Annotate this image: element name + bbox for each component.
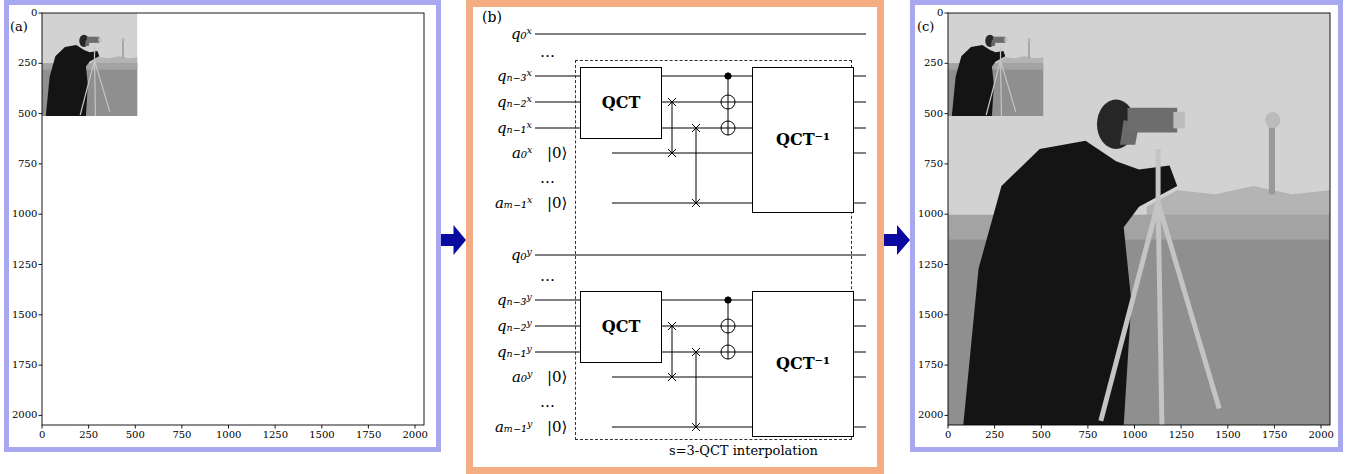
qubit-label: q₀ʸ: [511, 248, 532, 263]
qubit-label: qₙ₋₁ˣ: [497, 121, 532, 136]
tick-label: 500: [126, 430, 145, 440]
plot-area: [42, 13, 424, 425]
tick-label: 1500: [918, 310, 943, 320]
axes-frame: [42, 13, 424, 425]
qct-gate: QCT: [580, 291, 662, 363]
inverse-qct-gate: QCT⁻¹: [752, 291, 854, 437]
ellipsis: …: [540, 171, 555, 186]
qct-gate: QCT: [580, 67, 662, 139]
gate-label: QCT⁻¹: [776, 356, 830, 372]
swap-gates: [668, 98, 700, 207]
flow-arrow: [884, 225, 910, 255]
qubit-label: qₙ₋₂ʸ: [497, 319, 532, 334]
panel-label: (c): [917, 20, 934, 33]
gate-label: QCT⁻¹: [776, 132, 830, 148]
flow-arrow: [441, 225, 466, 255]
tick-label: 1250: [263, 430, 288, 440]
tick-label: 1500: [12, 310, 37, 320]
inverse-qct-gate: QCT⁻¹: [752, 67, 854, 213]
tick-label: 1250: [12, 260, 37, 270]
tick-label: 1750: [356, 430, 381, 440]
tick-label: 2000: [918, 410, 943, 420]
tick-label: 250: [18, 58, 37, 68]
tick-label: 750: [924, 159, 943, 169]
qubit-label: a₀ˣ: [512, 146, 532, 161]
interpolation-block: s=3-QCT interpolationQCTQCT⁻¹QCTQCT⁻¹: [575, 60, 852, 440]
gate-label: QCT: [602, 319, 641, 335]
tick-label: 1000: [216, 430, 241, 440]
tick-label: 1500: [1215, 430, 1240, 440]
ket-label: |0⟩: [547, 196, 567, 211]
tick-label: 2000: [12, 410, 37, 420]
tick-label: 1500: [309, 430, 334, 440]
ket-label: |0⟩: [547, 370, 567, 385]
qubit-label: a₀ʸ: [512, 370, 532, 385]
small-image: [948, 13, 1044, 116]
tick-label: 500: [1032, 430, 1051, 440]
swap-gates: [668, 322, 700, 431]
tick-label: 1250: [1169, 430, 1194, 440]
axes-frame: [948, 13, 1330, 425]
image-panel: (a): [4, 0, 441, 452]
ket-label: |0⟩: [547, 146, 567, 161]
qubit-label: qₙ₋₃ʸ: [497, 293, 532, 308]
image-panel: (c): [910, 0, 1343, 452]
axis-ticks: [39, 13, 416, 429]
tick-label: 2000: [1309, 430, 1334, 440]
ket-label: |0⟩: [547, 420, 567, 435]
tick-label: 1250: [918, 260, 943, 270]
qubit-label: q₀ˣ: [511, 27, 532, 42]
qubit-label: aₘ₋₁ʸ: [495, 420, 532, 435]
tick-label: 1750: [918, 360, 943, 370]
ellipsis: …: [540, 395, 555, 410]
tick-label: 0: [39, 430, 45, 440]
tick-label: 750: [1078, 430, 1097, 440]
control-dot: [725, 297, 732, 304]
tick-label: 1000: [1122, 430, 1147, 440]
tick-label: 0: [945, 430, 951, 440]
axis-ticks: [945, 13, 1322, 429]
qubit-label: aₘ₋₁ˣ: [495, 196, 532, 211]
qubit-wires: [535, 34, 866, 427]
tick-label: 250: [924, 58, 943, 68]
ellipsis: …: [540, 45, 555, 60]
tick-label: 2000: [403, 430, 428, 440]
small-image: [42, 13, 138, 116]
block-caption: s=3-QCT interpolation: [669, 444, 818, 457]
tick-label: 750: [18, 159, 37, 169]
tick-label: 1000: [12, 209, 37, 219]
tick-label: 750: [172, 430, 191, 440]
control-dot: [725, 73, 732, 80]
tick-label: 1000: [918, 209, 943, 219]
tick-label: 500: [924, 109, 943, 119]
gate-label: QCT: [602, 95, 641, 111]
tick-label: 0: [937, 8, 943, 18]
tick-label: 1750: [1262, 430, 1287, 440]
qubit-label: qₙ₋₁ʸ: [497, 345, 532, 360]
tick-label: 1750: [12, 360, 37, 370]
qubit-label: qₙ₋₃ˣ: [497, 69, 532, 84]
tick-label: 250: [985, 430, 1004, 440]
tick-label: 250: [79, 430, 98, 440]
panel-label: (b): [482, 10, 502, 24]
cnot-gates: [721, 76, 735, 359]
ellipsis: …: [540, 269, 555, 284]
qubit-label: qₙ₋₂ˣ: [497, 95, 532, 110]
panel-label: (a): [10, 20, 28, 33]
tick-label: 500: [18, 109, 37, 119]
large-image: [948, 13, 1330, 425]
tick-label: 0: [31, 8, 37, 18]
